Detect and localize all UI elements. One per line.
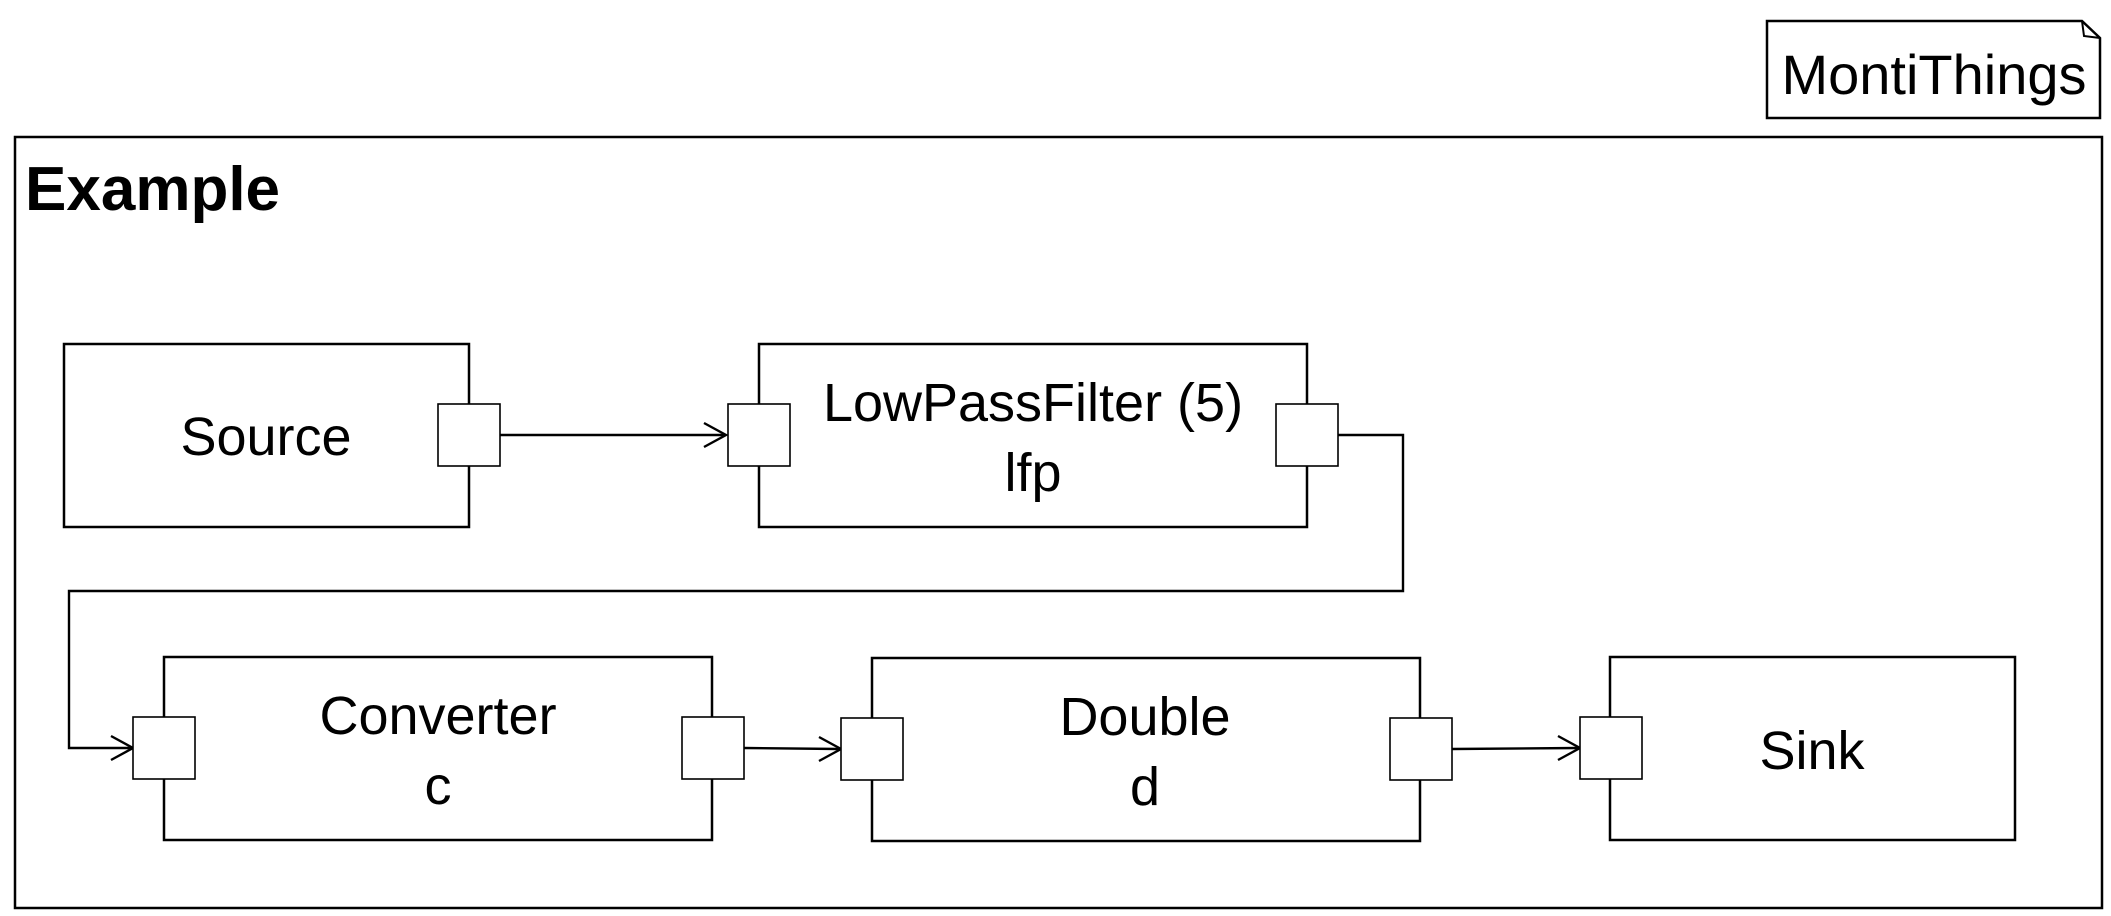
component-lfp-name: lfp <box>1004 443 1061 503</box>
component-sink-name: Sink <box>1759 721 1865 781</box>
port-lfp-out <box>1275 403 1339 467</box>
component-c[interactable]: Converter c <box>132 655 745 842</box>
port-sink-in <box>1579 716 1643 780</box>
connector-c-d <box>743 746 840 751</box>
component-d-name: d <box>1130 757 1160 817</box>
connector-d-sink <box>1451 746 1579 751</box>
port-c-out <box>681 716 745 780</box>
component-lfp[interactable]: LowPassFilter (5) lfp <box>727 342 1339 529</box>
port-source-out <box>437 403 501 467</box>
port-c-in <box>132 716 196 780</box>
montithings-note: MontiThings <box>1765 19 2102 120</box>
connectors <box>67 421 1583 763</box>
note-label: MontiThings <box>1781 43 2086 106</box>
connector-lfp-c <box>67 433 1405 750</box>
component-source-name: Source <box>180 407 351 467</box>
port-d-out <box>1389 717 1453 781</box>
component-source[interactable]: Source <box>62 342 501 529</box>
component-d-type: Double <box>1059 687 1230 747</box>
port-lfp-in <box>727 403 791 467</box>
component-lfp-type: LowPassFilter (5) <box>823 373 1243 433</box>
component-c-name: c <box>425 756 452 816</box>
port-d-in <box>840 717 904 781</box>
component-d[interactable]: Double d <box>840 656 1453 843</box>
component-c-type: Converter <box>319 686 556 746</box>
diagram-title: Example <box>25 155 280 224</box>
component-sink[interactable]: Sink <box>1579 655 2017 842</box>
arrowhead-icon <box>703 421 729 449</box>
